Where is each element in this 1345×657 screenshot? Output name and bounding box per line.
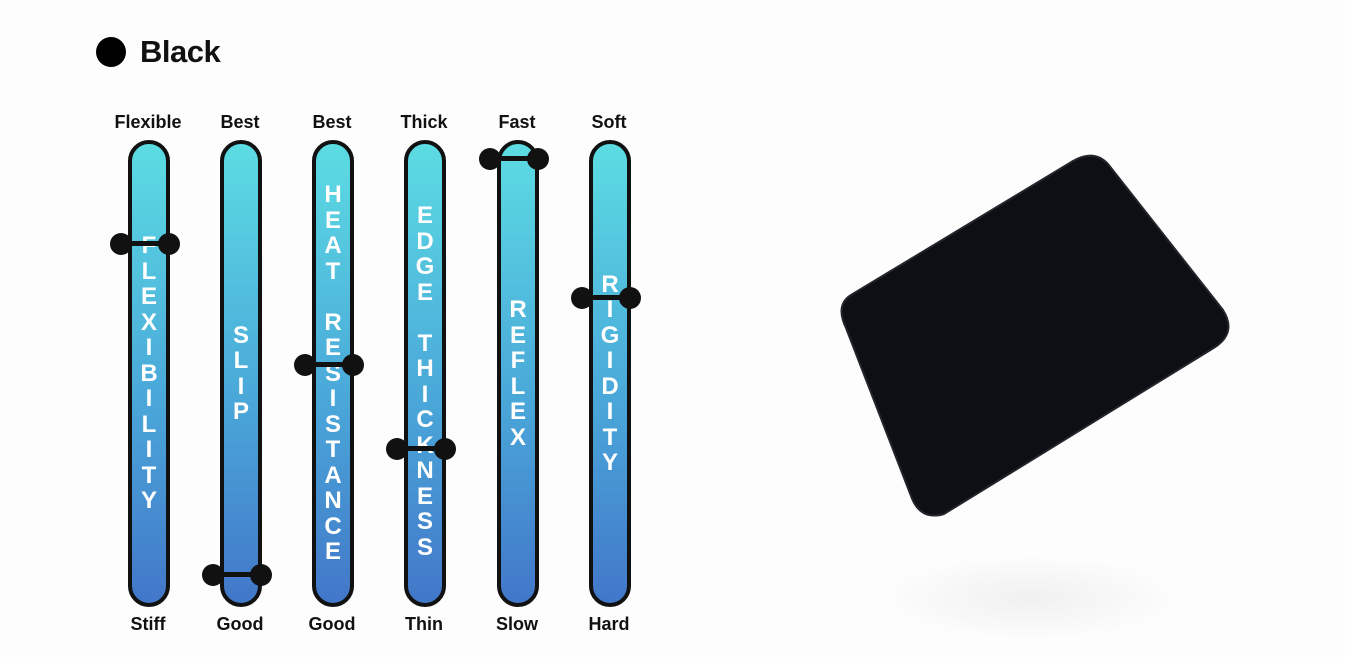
gauge-name-letter: T [602,423,618,451]
gauge-name-letter: E [324,206,341,234]
gauge-name-letter: I [145,385,153,413]
gauge-name-letter: S [324,410,341,438]
gauge-top-label: Flexible [114,112,182,132]
mousepad-shadow [880,555,1180,640]
gauge-top-label: Thick [400,112,448,132]
gauge-name-letter: E [509,398,526,425]
gauge-marker [202,563,272,587]
color-title: Black [96,34,221,70]
gauge-name-letter: S [416,508,433,535]
gauge-name-letter: Y [140,487,157,515]
gauge-name-letter: T [141,461,157,489]
gauge-name-letter: T [325,436,341,464]
gauge-name-letter: E [140,283,157,311]
gauge-name-letter: I [145,334,153,362]
gauge-name-letter: E [416,278,433,306]
gauge-name-letter: I [145,436,153,464]
gauge-bottom-label: Slow [495,614,538,634]
gauge-name-letter: S [232,321,249,349]
gauge-name-letter: L [233,347,249,374]
gauge-name-letter: C [324,512,342,540]
gauge-name-letter: I [606,296,614,323]
gauge-top-label: Best [220,112,260,132]
gauge-name-letter: G [415,253,435,280]
gauge-name-letter: R [601,270,619,298]
gauge-marker [386,437,456,461]
gauge-name-letter: Y [601,449,618,476]
gauge-tube: FLEXIBILITY [128,140,170,607]
gauge-name-letter: E [416,482,433,510]
gauge-name-letter: D [601,372,619,400]
gauge-name-letter: F [510,347,526,374]
gauge-name-letter: T [325,257,341,285]
gauge-name-letter [422,305,429,331]
gauge-bottom-label: Hard [588,614,630,634]
gauge-name-letter: S [416,533,433,561]
gauge-name-letter: H [416,355,434,382]
mousepad-image [840,154,1230,517]
color-swatch [96,37,126,67]
gauge-top-label: Fast [498,112,536,132]
gauge-name-letter: S [324,359,341,387]
gauge-bottom-label: Good [308,614,356,634]
gauge-top-label: Best [312,112,352,132]
gauge-bottom-label: Thin [405,614,443,634]
gauge-marker [110,232,180,256]
gauge-name-letter: I [421,380,429,408]
gauge-name-letter: I [606,347,614,374]
gauge-name-letter: I [237,372,245,400]
gauge-bottom-label: Stiff [130,614,166,634]
gauge-name-letter: L [141,410,157,438]
gauge-name-letter: H [324,181,342,209]
gauge-name-letter: A [324,461,342,489]
gauge-name-letter: B [140,359,158,387]
mousepad-surface [841,155,1229,516]
gauge-bottom-label: Good [216,614,264,634]
gauge-name-letter: L [141,257,157,285]
color-name: Black [140,34,221,69]
gauge-marker [294,353,364,377]
gauge-name-letter: R [324,308,342,336]
mousepad-edge-highlight [840,154,1230,517]
gauge-name-letter: D [416,227,434,255]
gauge-name-letter: X [140,308,157,336]
gauge-name-letter: T [417,329,433,357]
gauge-name: FLEXIBILITY [132,144,166,603]
gauge-name-letter: C [416,406,434,433]
gauge-name-letter: G [600,321,620,349]
gauge-name-letter: I [329,385,337,413]
gauge-top-label: Soft [591,112,627,132]
gauge-name-letter [330,284,337,310]
gauge-name-letter: I [606,398,614,425]
gauge-name-letter: E [509,321,526,349]
gauge-name-letter: N [324,487,342,515]
gauge-name-letter: E [324,538,341,566]
gauge-marker [571,286,641,310]
gauge-name-letter: L [510,372,526,400]
gauge-name-letter: X [509,423,526,451]
gauge-name-letter: R [509,296,527,323]
gauge-name-letter: N [416,457,434,484]
gauge-name-letter: E [416,202,433,229]
gauge-name-letter: E [324,334,341,362]
gauge-marker [479,147,549,171]
gauge-flexibility: Flexible FLEXIBILITY Stiff [98,110,198,640]
gauge-name-letter: A [324,232,342,260]
gauge-name-letter: P [232,398,249,425]
